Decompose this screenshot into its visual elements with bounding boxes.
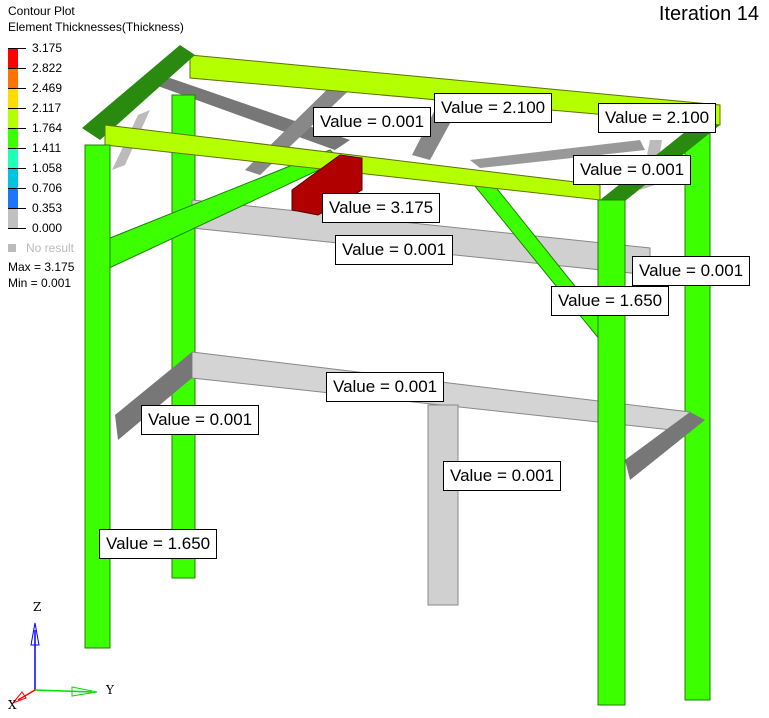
no-result-entry: No result (8, 241, 74, 255)
legend-tick-label: 2.117 (32, 101, 62, 115)
x-arrow-icon (11, 691, 27, 705)
legend-tick (8, 48, 26, 49)
y-axis (34, 689, 93, 693)
value-label: Value = 0.001 (335, 235, 454, 265)
legend-tick-label: 0.706 (32, 181, 63, 195)
thick-member-red (291, 154, 363, 216)
center-post (427, 404, 459, 606)
legend-band (8, 48, 18, 68)
legend-tick-label: 0.353 (32, 201, 63, 215)
legend-tick (8, 208, 26, 209)
legend-band (8, 68, 18, 88)
legend-tick-label: 3.175 (32, 41, 63, 55)
z-arrow-icon (30, 622, 40, 646)
iteration-label: Iteration 14 (658, 3, 759, 25)
y-axis-label: Y (106, 683, 114, 697)
value-label: Value = 0.001 (573, 155, 692, 185)
value-label: Value = 3.175 (322, 193, 441, 223)
legend-tick-label: 1.764 (32, 121, 63, 135)
value-label: Value = 1.650 (551, 286, 670, 316)
y-arrow-icon (71, 686, 98, 697)
x-axis-label: X (8, 698, 17, 712)
no-result-label: No result (26, 241, 75, 255)
legend-tick-label: 1.411 (32, 141, 62, 155)
value-label: Value = 0.001 (326, 372, 445, 402)
value-label: Value = 0.001 (141, 405, 260, 435)
legend-band (8, 128, 18, 148)
value-label: Value = 0.001 (632, 256, 751, 286)
legend-tick (8, 108, 26, 109)
legend-tick-label: 0.000 (32, 221, 63, 235)
lower-beam-right (625, 412, 705, 480)
legend-tick (8, 88, 26, 89)
lower-beam-left (115, 352, 192, 440)
legend-band (8, 208, 18, 228)
x-axis (17, 689, 36, 701)
plot-title: Contour Plot (8, 4, 75, 18)
legend-tick (8, 228, 26, 229)
value-label: Value = 0.001 (313, 107, 432, 137)
legend-tick-label: 2.822 (32, 61, 63, 75)
legend-band (8, 188, 18, 208)
side-brace-right (470, 140, 645, 168)
legend-tick (8, 148, 26, 149)
legend-band (8, 168, 18, 188)
value-label: Value = 2.100 (598, 103, 717, 133)
legend-tick-label: 1.058 (32, 161, 63, 175)
min-value: Min = 0.001 (8, 276, 72, 290)
z-axis-label: Z (33, 600, 42, 614)
max-value: Max = 3.175 (8, 260, 75, 274)
top-beam-left (82, 45, 195, 140)
no-result-swatch (8, 244, 16, 252)
legend-tick-label: 2.469 (32, 81, 63, 95)
axis-triad (11, 622, 98, 705)
post-front-left (84, 144, 111, 649)
legend-tick (8, 188, 26, 189)
post-back-left (171, 94, 196, 579)
legend-band (8, 88, 18, 108)
value-label: Value = 2.100 (434, 93, 553, 123)
post-front-right (597, 199, 626, 706)
value-label: Value = 1.650 (99, 529, 218, 559)
legend-band (8, 108, 18, 128)
legend-tick (8, 168, 26, 169)
legend-band (8, 148, 18, 168)
plot-subtitle: Element Thicknesses(Thickness) (8, 20, 184, 34)
legend-tick (8, 68, 26, 69)
value-label: Value = 0.001 (443, 461, 562, 491)
legend-tick (8, 128, 26, 129)
